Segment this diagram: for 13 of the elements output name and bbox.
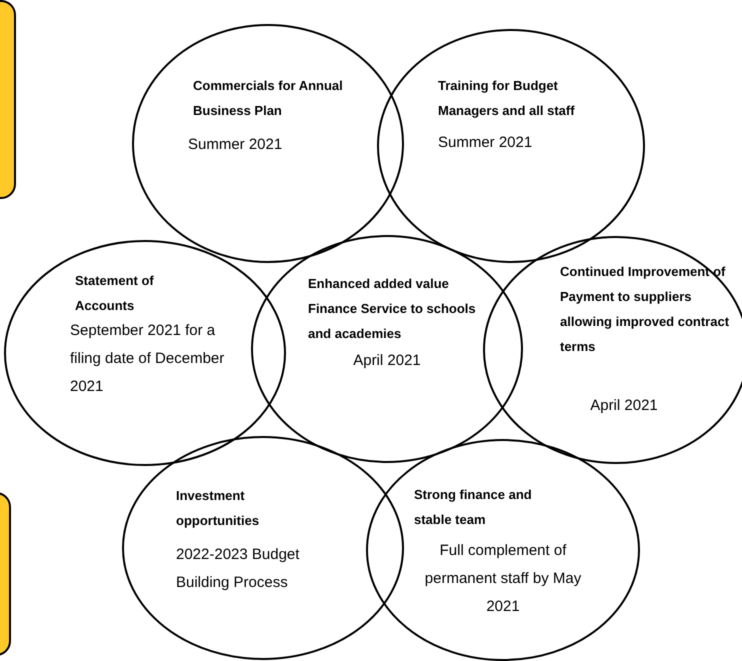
goal-timing: Summer 2021: [188, 135, 284, 155]
goal-heading: Statement of Accounts: [75, 272, 155, 315]
goal-heading: Strong finance and stable team: [414, 486, 533, 529]
goal-timing: April 2021: [352, 351, 422, 371]
goal-heading: Investment opportunities: [176, 487, 260, 530]
goal-timing: September 2021 for a filing date of December 2021: [70, 321, 226, 397]
goal-heading: Training for Budget Managers and all staff: [438, 77, 576, 120]
goal-timing: 2022-2023 Budget Building Process: [176, 545, 300, 593]
goal-timing: Full complement of permanent staff by May 2021: [424, 541, 582, 617]
goal-heading: Commercials for Annual Business Plan: [193, 77, 344, 120]
goal-timing: April 2021: [589, 396, 659, 416]
goal-heading: Enhanced added value Finance Service to schools and academies: [308, 275, 477, 343]
goal-timing: Summer 2021: [438, 133, 534, 153]
